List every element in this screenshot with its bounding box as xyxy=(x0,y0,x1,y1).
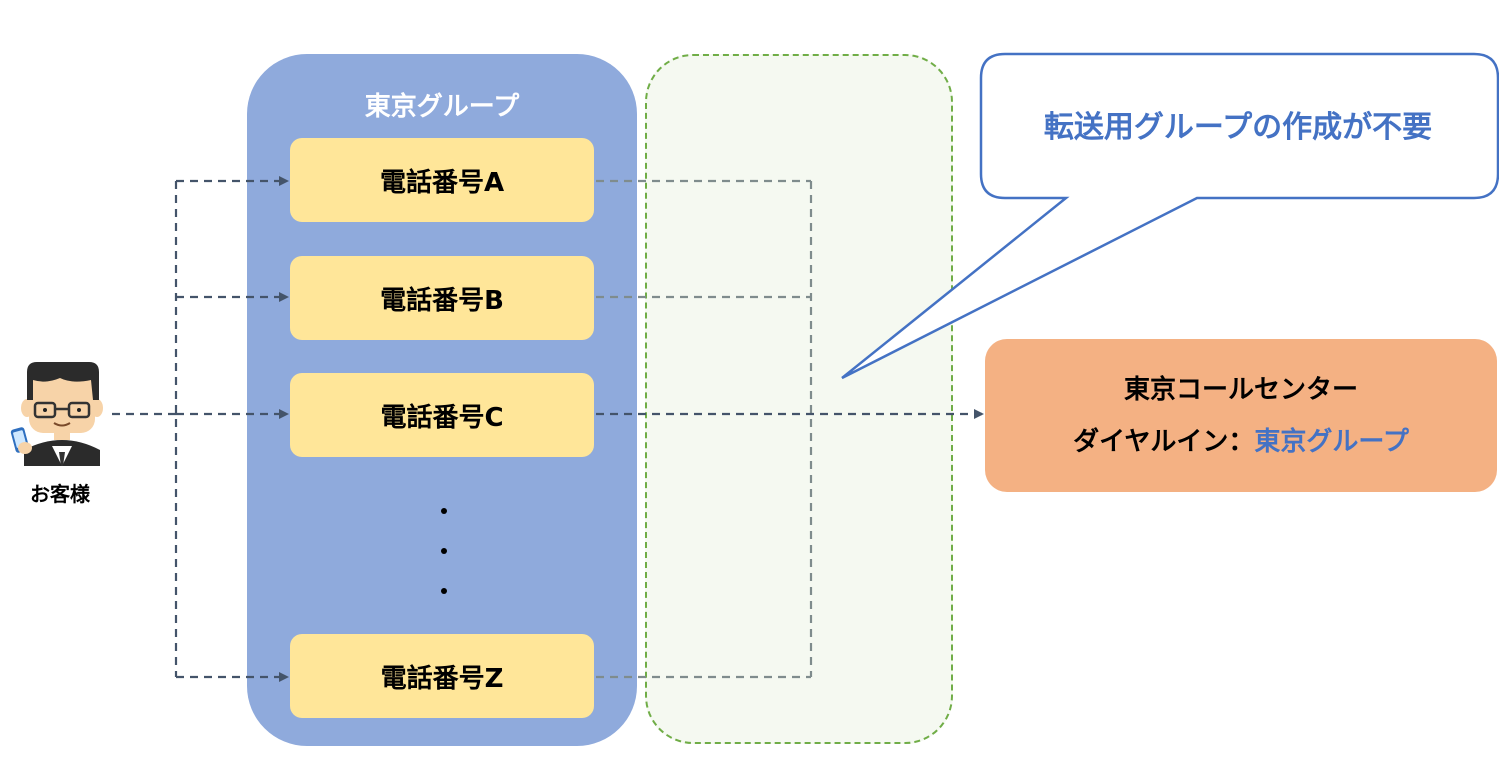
forwarding-area xyxy=(645,54,953,744)
callout-text: 転送用グループの作成が不要 xyxy=(1043,110,1433,145)
callout-bubble xyxy=(841,52,1499,380)
dialin-prefix: ダイヤルイン： xyxy=(1073,426,1255,457)
call-center-name: 東京コールセンター xyxy=(1123,374,1358,405)
ellipsis-dot xyxy=(441,548,447,554)
customer-label: お客様 xyxy=(30,482,90,506)
call-center-box: 東京コールセンター ダイヤルイン：東京グループ xyxy=(985,339,1497,492)
phone-number-z: 電話番号Z xyxy=(290,634,594,718)
dialin-line: ダイヤルイン：東京グループ xyxy=(1073,416,1409,468)
customer-icon xyxy=(10,362,103,466)
group-title: 東京グループ xyxy=(364,92,520,122)
phone-number-c: 電話番号C xyxy=(290,373,594,457)
phone-number-b: 電話番号B xyxy=(290,256,594,340)
phone-number-a: 電話番号A xyxy=(290,138,594,222)
ellipsis-dot xyxy=(441,508,447,514)
ellipsis-dot xyxy=(441,588,447,594)
dialin-group: 東京グループ xyxy=(1254,426,1409,457)
